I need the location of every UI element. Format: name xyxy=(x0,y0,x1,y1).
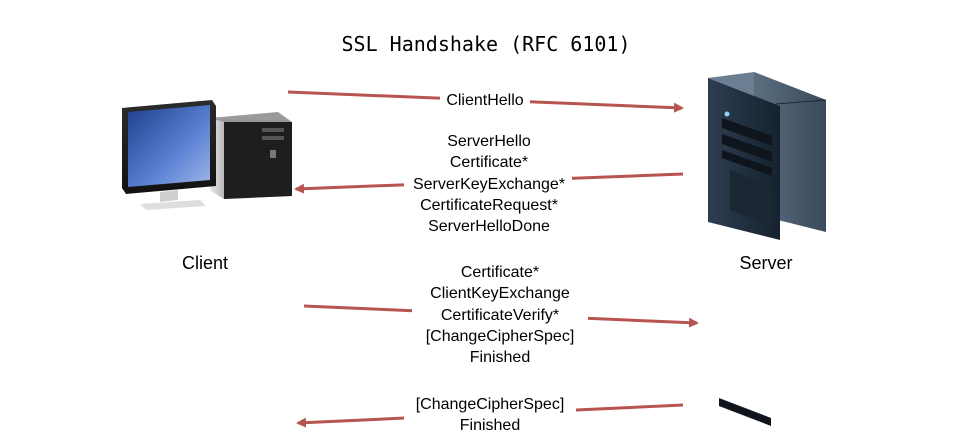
client-label: Client xyxy=(182,253,228,273)
message-line: [ChangeCipherSpec] xyxy=(426,328,575,345)
message-serverhello-group: ServerHello Certificate* ServerKeyExchan… xyxy=(294,131,684,235)
message-line: ServerHello xyxy=(447,133,531,150)
message-clienthello: ClientHello xyxy=(287,89,684,113)
message-line: CertificateVerify* xyxy=(441,307,559,324)
message-line: Certificate* xyxy=(450,154,528,171)
server-label: Server xyxy=(739,253,792,273)
server-tower-icon xyxy=(708,72,827,426)
message-line: ClientKeyExchange xyxy=(430,285,570,302)
message-line: [ChangeCipherSpec] xyxy=(416,396,565,413)
message-line: CertificateRequest* xyxy=(420,197,558,214)
message-line: ServerKeyExchange* xyxy=(413,176,565,193)
message-line: ClientHello xyxy=(446,92,523,109)
diagram-title: SSL Handshake (RFC 6101) xyxy=(342,32,631,56)
message-line: ServerHelloDone xyxy=(428,218,550,235)
message-client-certificate-group: Certificate* ClientKeyExchange Certifica… xyxy=(303,263,699,367)
desktop-computer-icon xyxy=(122,100,292,210)
message-line: Certificate* xyxy=(461,264,539,281)
message-server-finished-group: [ChangeCipherSpec] Finished xyxy=(296,392,684,438)
message-line: Finished xyxy=(470,349,530,366)
message-line: Finished xyxy=(460,417,520,434)
